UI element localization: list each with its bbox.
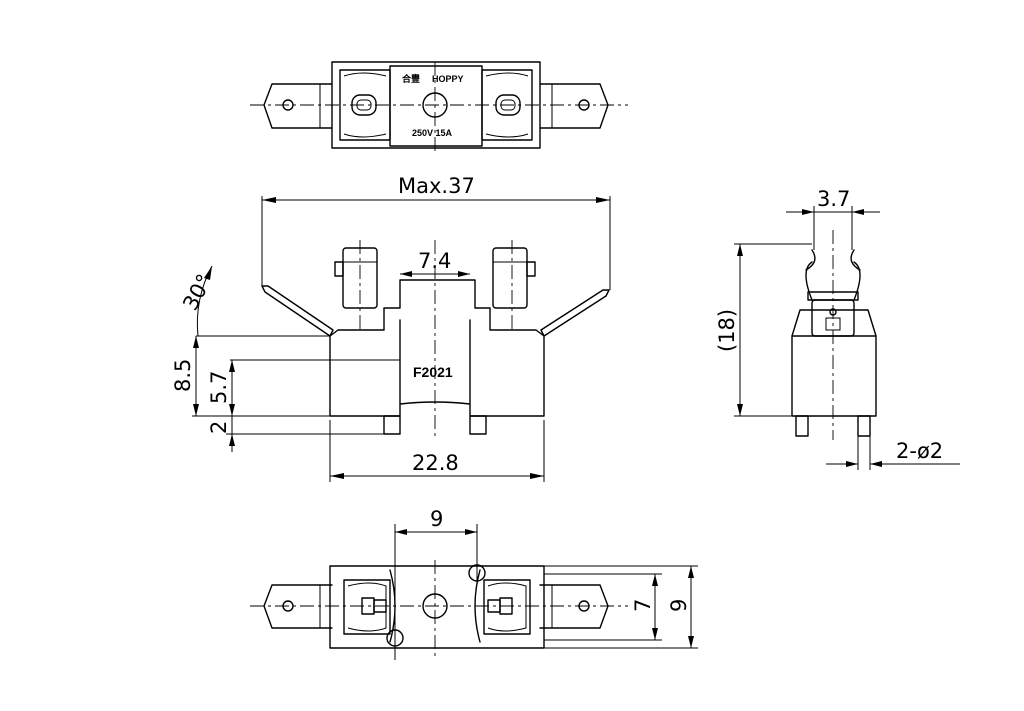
dim-total-height: (18) — [715, 309, 739, 352]
dim-overall-length: Max.37 — [398, 174, 475, 198]
dim-slot-width: 7.4 — [418, 249, 451, 273]
front-view: F2021 — [261, 240, 610, 440]
top-view: 合豐 HOPPY 250V 15A — [250, 61, 628, 152]
rating-label: 250V 15A — [412, 128, 453, 138]
dim-angle: 30° — [178, 270, 217, 314]
part-number: F2021 — [413, 364, 453, 380]
dim-terminal-width: 3.7 — [817, 187, 850, 211]
dim-width-outer: 9 — [667, 599, 691, 612]
dim-height-body: 5.7 — [207, 371, 231, 404]
dim-height-total: 8.5 — [171, 359, 195, 392]
bottom-dimensions: 9 7 9 — [394, 507, 698, 660]
dim-body-length: 22.8 — [412, 451, 459, 475]
dim-pin-diameter: 2-ø2 — [896, 439, 943, 463]
dim-pin-length: 2 — [207, 421, 231, 434]
side-dimensions: 3.7 (18) 2-ø2 — [715, 187, 960, 470]
dim-width-inner: 7 — [631, 599, 655, 612]
dim-pin-spacing: 9 — [430, 507, 443, 531]
brand-name: HOPPY — [432, 74, 464, 84]
brand-glyph: 合豐 — [402, 73, 420, 84]
side-view — [791, 230, 877, 440]
